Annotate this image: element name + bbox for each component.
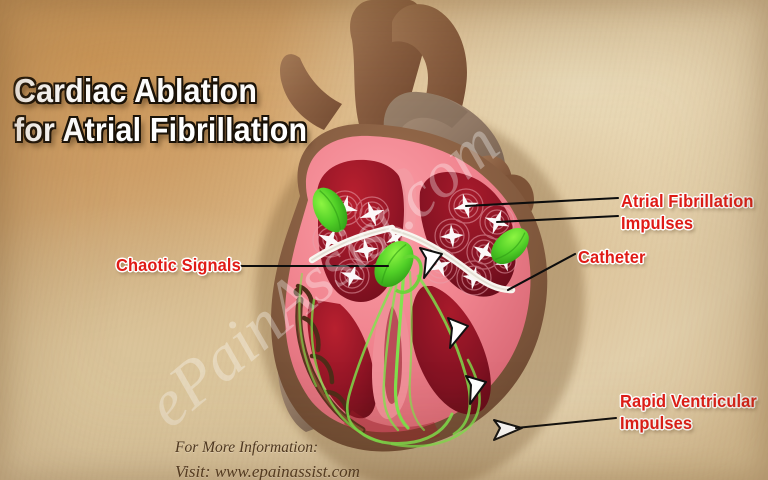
pulmonary-artery-shade: [383, 91, 468, 158]
label-af-line-2: Impulses: [621, 213, 694, 234]
leader-line-af-impulses: [464, 196, 620, 208]
conduction-arrowheads: [419, 247, 523, 441]
label-chaotic-line-1: Chaotic Signals: [116, 255, 241, 275]
footer-line-1: For More Information:: [175, 439, 319, 456]
title-line-1: Cardiac Ablation: [14, 72, 258, 109]
arrowhead-down: [419, 247, 443, 279]
footer-website: Visit: www.epainassist.com: [175, 462, 360, 480]
lesion-stem: [394, 254, 423, 295]
left-pulmonary-branch: [280, 54, 342, 130]
ablation-lesion: [374, 240, 414, 288]
label-rapid-ventricular-impulses: Rapid Ventricular Impulses: [620, 390, 757, 434]
catheter-right-shade: [391, 229, 513, 291]
ventricle-apex-inner: [344, 410, 440, 444]
page-title: Cardiac Ablation for Atrial Fibrillation: [14, 72, 318, 150]
label-catheter: Catheter: [578, 246, 645, 268]
arrowhead-down: [447, 317, 469, 349]
catheter-group: [308, 224, 516, 294]
ablation-lesions-group: [312, 187, 529, 295]
impulse-ripple: [334, 258, 370, 294]
ablation-lesion: [491, 227, 529, 265]
label-catheter-line-1: Catheter: [578, 247, 646, 267]
label-atrial-fibrillation-impulses: Atrial Fibrillation Impulses: [621, 190, 753, 234]
leader-line-catheter: [506, 252, 577, 292]
title-line-2: for Atrial Fibrillation: [14, 110, 308, 148]
ablation-lesion: [312, 187, 348, 233]
label-chaotic-signals: Chaotic Signals: [116, 254, 241, 276]
arrowhead-down: [465, 375, 487, 405]
label-rvi-line-2: Impulses: [620, 413, 693, 434]
leader-lines-group: [238, 196, 620, 430]
label-rvi-line-1: Rapid Ventricular: [620, 391, 757, 411]
leader-line-rapid-ventricular: [514, 416, 618, 430]
left-ventricle-chamber: [307, 299, 376, 419]
label-af-line-1: Atrial Fibrillation: [621, 191, 754, 211]
leader-line-af-impulses-2: [495, 214, 620, 224]
catheter-left-shade: [311, 227, 393, 261]
interatrial-septum: [390, 168, 417, 286]
footer-credit: For More Information: Visit: www.epainas…: [175, 436, 360, 480]
arrowhead-right: [493, 419, 523, 441]
